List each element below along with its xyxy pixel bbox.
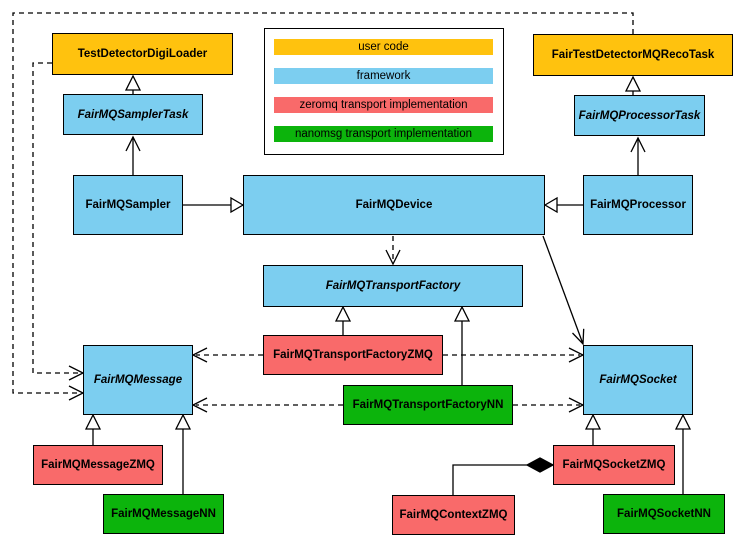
filled-diamond-icon [525,457,555,473]
legend-item-framework: framework [274,68,493,84]
edge-factoryzmq-to-factory [334,305,352,335]
hollow-triangle-icon [624,75,642,92]
node-fairmqtransportfactoryzmq: FairMQTransportFactoryZMQ [263,335,443,375]
node-testdetectordigiloader: TestDetectorDigiLoader [52,33,233,75]
edge-factoryzmq-to-message [191,347,263,363]
edge-sampler-to-samplertask [125,135,141,175]
edge-contextzmq-to-socketzmq [452,457,555,495]
hollow-triangle-icon [84,413,102,430]
legend-label: zeromq transport implementation [299,99,468,111]
edge-samplertask-to-digiloader [124,74,142,94]
legend-label: user code [358,41,409,53]
node-fairtestdetectormqrecotask: FairTestDetectorMQRecoTask [533,34,733,76]
edge-factorynn-to-socket [513,397,585,413]
node-fairmqsocket: FairMQSocket [583,345,693,415]
open-arrow-icon [191,347,208,363]
hollow-triangle-icon [174,413,192,430]
node-fairmqmessagezmq: FairMQMessageZMQ [33,445,163,485]
node-fairmqsocketzmq: FairMQSocketZMQ [553,445,675,485]
open-arrow-icon [572,328,585,346]
hollow-triangle-icon [543,196,558,214]
edge-factorynn-to-factory [453,305,471,385]
legend-label: nanomsg transport implementation [294,128,473,140]
hollow-triangle-icon [230,196,245,214]
open-arrow-icon [630,136,646,153]
node-fairmqprocessortask: FairMQProcessorTask [574,95,705,136]
edge-messagezmq-to-message [84,413,102,445]
edge-messagenn-to-message [174,413,192,494]
edge-device-to-socket [542,235,585,346]
open-arrow-icon [191,397,208,413]
hollow-triangle-icon [124,74,142,91]
edge-factoryzmq-to-socket [443,347,585,363]
hollow-triangle-icon [674,413,692,430]
open-arrow-icon [385,249,401,266]
edge-socketnn-to-socket [674,413,692,494]
edge-factorynn-to-message [191,397,343,413]
hollow-triangle-icon [334,305,352,322]
node-fairmqtransportfactorynn: FairMQTransportFactoryNN [343,385,513,425]
edge-device-to-transportfactory [385,236,401,266]
open-arrow-icon [125,135,141,152]
node-fairmqmessage: FairMQMessage [83,345,193,415]
legend-label: framework [356,70,411,82]
node-fairmqdevice: FairMQDevice [243,175,545,235]
edge-processortask-to-recotask [624,75,642,95]
node-fairmqmessagenn: FairMQMessageNN [103,494,224,534]
node-fairmqsampler: FairMQSampler [73,175,183,235]
node-fairmqtransportfactory: FairMQTransportFactory [263,265,523,307]
hollow-triangle-icon [453,305,471,322]
edge-socketzmq-to-socket [584,413,602,445]
legend-item-user-code: user code [274,39,493,55]
node-fairmqsamplertask: FairMQSamplerTask [63,94,203,135]
node-fairmqsocketnn: FairMQSocketNN [603,494,725,534]
hollow-triangle-icon [584,413,602,430]
node-fairmqprocessor: FairMQProcessor [583,175,693,235]
legend-item-nanomsg: nanomsg transport implementation [274,126,493,142]
edge-sampler-to-device [183,196,245,214]
edge-processor-to-device [543,196,583,214]
legend-box: user code framework zeromq transport imp… [264,28,504,155]
legend-item-zeromq: zeromq transport implementation [274,97,493,113]
node-fairmqcontextzmq: FairMQContextZMQ [392,495,515,535]
edge-processor-to-processortask [630,136,646,175]
